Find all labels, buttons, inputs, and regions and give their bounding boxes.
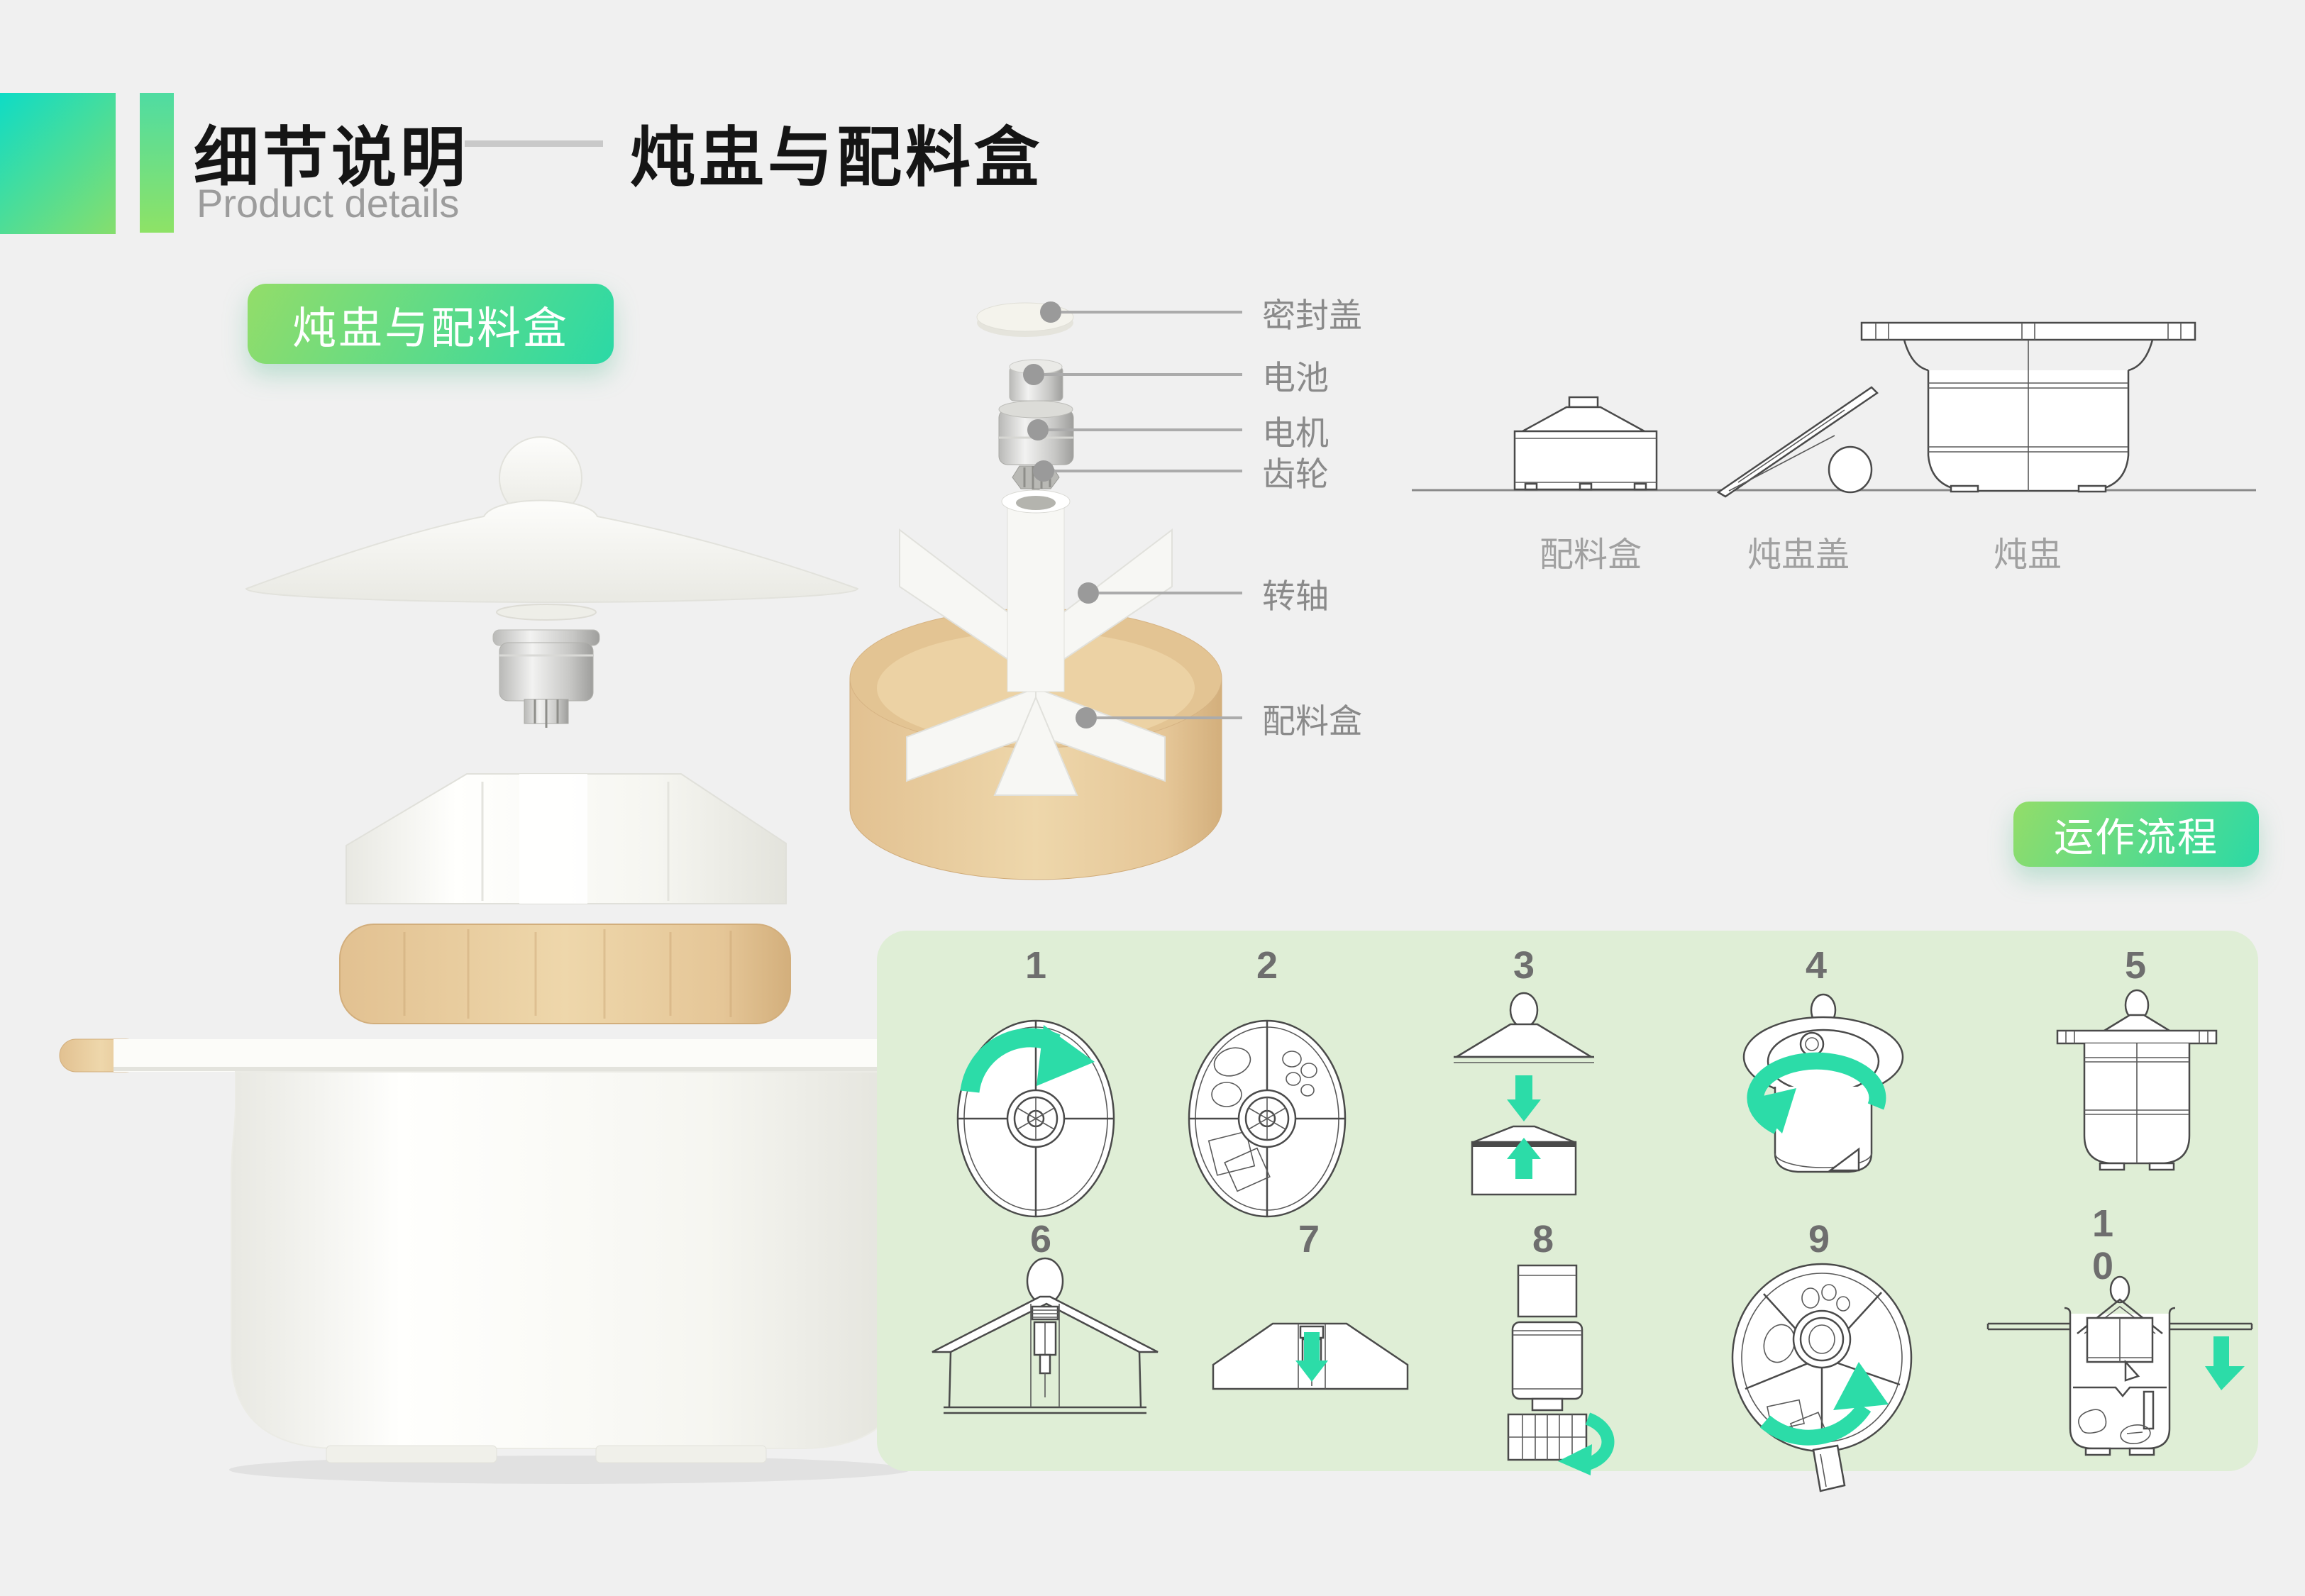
rotate-ccw-arrow-icon	[1747, 1052, 1886, 1134]
callout-label: 配料盒	[1262, 702, 1362, 740]
callout-dot	[1040, 301, 1061, 323]
callout-dot	[1023, 364, 1044, 385]
step-figure-4	[1742, 993, 1904, 1173]
step-number-7: 7	[1298, 1218, 1320, 1260]
pot-lid-drawing	[1716, 386, 1879, 498]
exploded-pot-render	[59, 436, 1083, 1484]
callout-label: 密封盖	[1262, 296, 1362, 334]
title-divider-line	[465, 140, 603, 147]
callout-seal-cap: 密封盖	[1040, 292, 1362, 334]
step-number-1: 1	[1024, 944, 1047, 987]
callout-leader-line	[1097, 716, 1242, 719]
motor-inside-icon	[1031, 1305, 1059, 1397]
ingredient-box-rotor-render	[849, 489, 1222, 880]
lid-render	[245, 436, 859, 604]
ingredient-box-drawing	[1513, 396, 1658, 491]
callout-shaft: 转轴	[1078, 573, 1329, 615]
callout-leader-line	[1054, 470, 1242, 472]
accent-square	[0, 93, 116, 234]
step-number-5: 5	[2124, 944, 2147, 987]
up-arrow-icon	[1507, 1138, 1541, 1179]
paddle-render	[346, 773, 787, 904]
callout-dot	[1033, 460, 1054, 482]
section-title: 炖盅与配料盒	[630, 122, 1044, 194]
step-figure-3	[1453, 992, 1595, 1196]
step-figure-7	[1212, 1322, 1409, 1390]
stir-arrow-icon	[1759, 1362, 1889, 1446]
callout-dot	[1078, 582, 1099, 604]
callout-leader-line	[1049, 428, 1242, 431]
lineup-label-pot: 炖盅	[1993, 536, 2062, 574]
mechanism-exploded-render	[849, 302, 1222, 880]
callout-leader-line	[1061, 311, 1242, 314]
rotate-gear-arrow-icon	[1558, 1412, 1615, 1475]
rotate-cw-arrow-icon	[960, 1025, 1095, 1093]
callout-gear: 齿轮	[1033, 451, 1329, 493]
callout-motor: 电机	[1027, 410, 1329, 452]
callout-dot	[1027, 419, 1049, 440]
wood-ring-render	[339, 924, 791, 1024]
drop-in-arrow-icon	[2205, 1336, 2245, 1390]
lineup-label-box: 配料盒	[1539, 536, 1642, 574]
pot-drawing	[1860, 321, 2196, 493]
step-figure-6	[932, 1257, 1159, 1414]
parts-lineup-drawing	[1412, 321, 2256, 498]
ingredients-icon	[1207, 1047, 1317, 1192]
step-number-8: 8	[1532, 1218, 1554, 1260]
step-figure-5	[2056, 989, 2218, 1171]
callout-dot	[1076, 707, 1097, 728]
callout-leader-line	[1099, 592, 1242, 594]
step-figure-9	[1731, 1263, 1913, 1492]
accent-bar	[140, 93, 174, 233]
step-figure-2	[1188, 1019, 1347, 1218]
callout-leader-line	[1044, 373, 1242, 376]
step-number-10: 10	[2091, 1202, 2114, 1287]
callout-label: 电机	[1262, 414, 1329, 452]
step-number-9: 9	[1808, 1218, 1830, 1260]
callout-label: 转轴	[1262, 577, 1329, 615]
step-figure-8	[1507, 1264, 1615, 1475]
process-badge: 运作流程	[2013, 802, 2259, 867]
seal-disc-render	[496, 604, 597, 621]
ingredients-icon	[2078, 1409, 2151, 1445]
callout-ingredient-box: 配料盒	[1076, 698, 1362, 740]
step-number-3: 3	[1513, 944, 1535, 987]
page-title: 细节说明	[194, 122, 470, 194]
motor-render	[492, 629, 600, 728]
step-number-2: 2	[1256, 944, 1278, 987]
lineup-label-lid: 炖盅盖	[1747, 536, 1850, 574]
page-subtitle: Product details	[197, 181, 460, 226]
callout-battery: 电池	[1023, 355, 1329, 397]
down-arrow-icon	[1295, 1332, 1328, 1382]
callout-label: 电池	[1262, 358, 1329, 397]
step-figure-10	[1986, 1275, 2253, 1456]
down-arrow-icon	[1507, 1075, 1541, 1121]
callout-label: 齿轮	[1262, 455, 1329, 493]
step-number-4: 4	[1805, 944, 1828, 987]
left-section-badge: 炖盅与配料盒	[248, 284, 614, 364]
step-figure-1	[956, 1019, 1115, 1218]
step-number-6: 6	[1029, 1218, 1052, 1260]
